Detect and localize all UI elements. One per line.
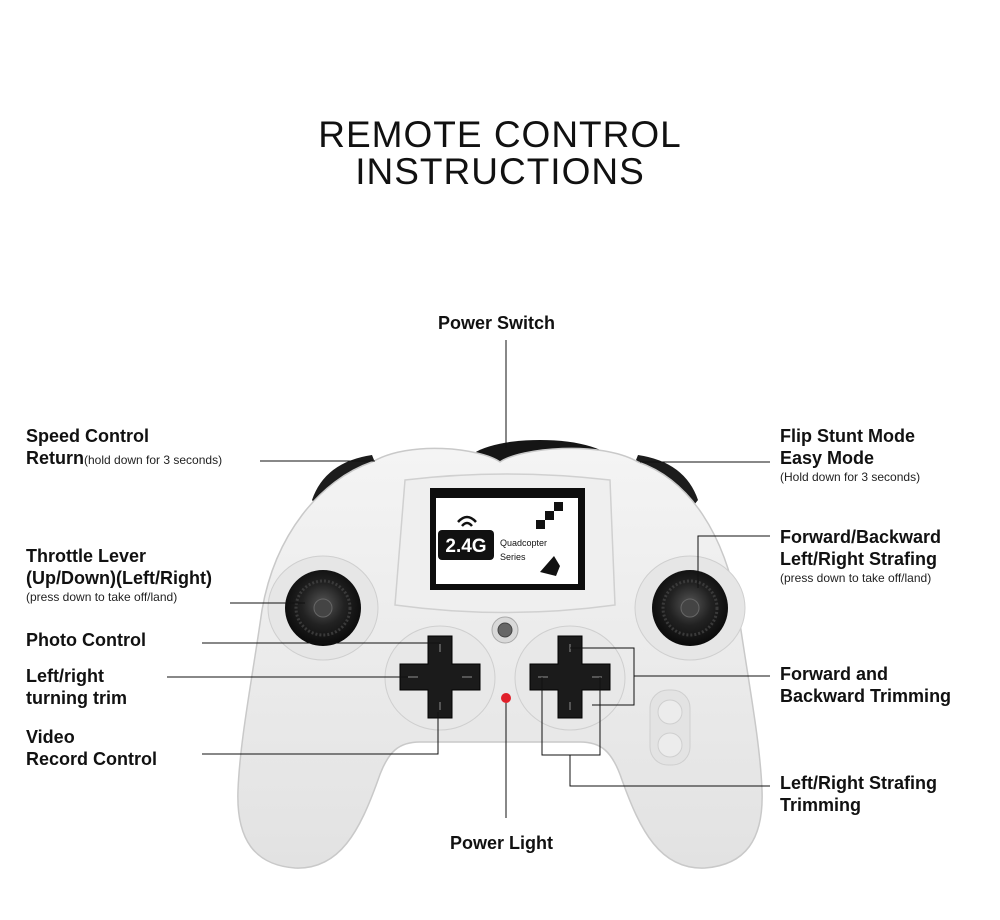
- screen-band: 2.4G: [445, 536, 486, 557]
- label-fwd-2: Left/Right Strafing: [780, 549, 937, 569]
- direction-stick[interactable]: [652, 570, 728, 646]
- label-return: Return: [26, 448, 84, 468]
- label-video-record: Video Record Control: [26, 726, 157, 770]
- power-led: [501, 693, 511, 703]
- signal-icon: [457, 515, 477, 527]
- drone-logo-icon: [540, 556, 560, 576]
- label-power-switch: Power Switch: [438, 313, 556, 333]
- lcd-screen: 2.4G Quadcopter Series: [430, 488, 585, 590]
- callout-lines: [167, 340, 770, 818]
- label-photo-control: Photo Control: [26, 630, 146, 650]
- label-fwd-note: (press down to take off/land): [780, 571, 932, 585]
- label-turning-trim: Left/right turning trim: [26, 665, 127, 709]
- label-fb-trimming: Forward and Backward Trimming: [780, 663, 951, 707]
- right-dpad[interactable]: [529, 635, 611, 719]
- label-video-1: Video: [26, 727, 75, 747]
- label-lr-trimming: Left/Right Strafing Trimming: [780, 772, 937, 816]
- grip-buttons: [649, 689, 691, 766]
- label-trim-2: turning trim: [26, 688, 127, 708]
- label-flip-stunt: Flip Stunt Mode: [780, 426, 915, 446]
- label-throttle: Throttle Lever (Up/Down)(Left/Right) (pr…: [26, 545, 212, 605]
- label-trim-1: Left/right: [26, 666, 104, 686]
- title-line-2: INSTRUCTIONS: [355, 151, 645, 192]
- label-fwd-1: Forward/Backward: [780, 527, 942, 547]
- left-dpad[interactable]: [399, 635, 481, 719]
- label-fb-trim-1: Forward and: [780, 664, 889, 684]
- label-speed-return: Speed Control Return(hold down for 3 sec…: [26, 425, 222, 469]
- label-lr-trim-1: Left/Right Strafing: [780, 773, 937, 793]
- label-fb-trim-2: Backward Trimming: [780, 686, 952, 706]
- label-lr-trim-2: Trimming: [780, 795, 862, 815]
- label-video-2: Record Control: [26, 749, 158, 769]
- controller-body: [237, 447, 763, 869]
- throttle-stick[interactable]: [285, 570, 361, 646]
- label-easy-note: (Hold down for 3 seconds): [780, 470, 921, 484]
- label-throttle-1: Throttle Lever: [26, 546, 147, 566]
- label-return-note: (hold down for 3 seconds): [84, 453, 223, 467]
- label-throttle-note: (press down to take off/land): [26, 590, 178, 604]
- screen-line-2: Series: [500, 552, 526, 562]
- title-line-1: REMOTE CONTROL: [318, 114, 682, 155]
- screen-line-1: Quadcopter: [500, 538, 547, 548]
- label-flip-easy: Flip Stunt Mode Easy Mode (Hold down for…: [780, 425, 920, 485]
- photo-button[interactable]: [491, 616, 519, 644]
- label-power-light: Power Light: [450, 833, 553, 853]
- label-forward-backward: Forward/Backward Left/Right Strafing (pr…: [780, 526, 941, 586]
- label-speed-control: Speed Control: [26, 426, 150, 446]
- label-throttle-2: (Up/Down)(Left/Right): [26, 568, 212, 588]
- label-easy-mode: Easy Mode: [780, 448, 875, 468]
